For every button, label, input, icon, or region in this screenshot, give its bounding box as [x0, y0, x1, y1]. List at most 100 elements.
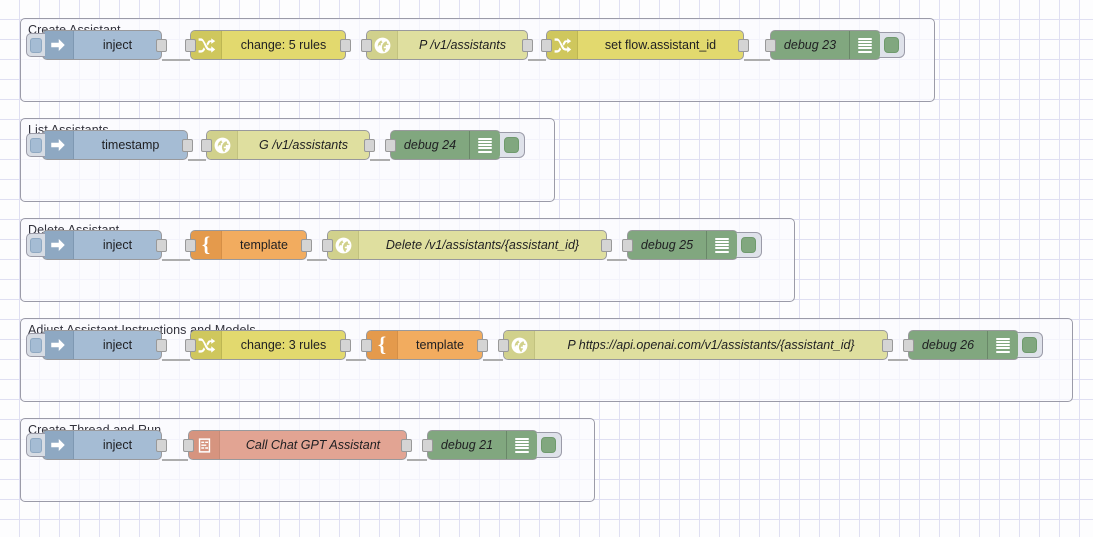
output-port[interactable] [477, 339, 488, 352]
node-http-2[interactable]: G /v1/assistants [201, 130, 375, 160]
node-chatgpt-1[interactable]: Call Chat GPT Assistant [183, 430, 412, 460]
node-label: debug 26 [921, 338, 975, 352]
input-port[interactable] [541, 39, 552, 52]
arrow-right-icon [51, 239, 65, 251]
output-port[interactable] [738, 39, 749, 52]
node-inject-3[interactable]: inject [26, 230, 167, 260]
output-port[interactable] [156, 39, 167, 52]
node-change-1[interactable]: change: 5 rules [185, 30, 351, 60]
debug-toggle-indicator [1021, 337, 1037, 353]
node-label: change: 3 rules [240, 338, 327, 352]
node-http-3[interactable]: Delete /v1/assistants/{assistant_id} [322, 230, 612, 260]
swap-icon [554, 37, 571, 53]
flow-wire[interactable] [528, 59, 546, 61]
input-port[interactable] [361, 39, 372, 52]
input-port[interactable] [185, 39, 196, 52]
node-debug-21[interactable]: debug 21 [422, 430, 562, 460]
flow-wire[interactable] [888, 359, 908, 361]
globe-icon [335, 237, 351, 253]
output-port[interactable] [364, 139, 375, 152]
node-template-1[interactable]: { template [185, 230, 312, 260]
output-port[interactable] [340, 39, 351, 52]
node-icon-arrow-right-icon [43, 131, 74, 159]
node-inject-2[interactable]: timestamp [26, 130, 193, 160]
flow-wire[interactable] [307, 259, 327, 261]
node-debug-24[interactable]: debug 24 [385, 130, 525, 160]
flow-wire[interactable] [162, 459, 188, 461]
output-port[interactable] [340, 339, 351, 352]
node-debug-23[interactable]: debug 23 [765, 30, 905, 60]
node-label: Delete /v1/assistants/{assistant_id} [385, 238, 580, 252]
node-change-3[interactable]: change: 3 rules [185, 330, 351, 360]
node-http-1[interactable]: P /v1/assistants [361, 30, 533, 60]
debug-toggle-indicator [503, 137, 519, 153]
output-port[interactable] [182, 139, 193, 152]
input-port[interactable] [765, 39, 776, 52]
node-icon-arrow-right-icon [43, 431, 74, 459]
debug-toggle-button[interactable] [735, 232, 762, 258]
node-template-2[interactable]: {template [361, 330, 488, 360]
node-inject-5[interactable]: inject [26, 430, 167, 460]
output-port[interactable] [882, 339, 893, 352]
flow-wire[interactable] [346, 359, 366, 361]
flow-wire[interactable] [162, 59, 190, 61]
flow-wire[interactable] [162, 259, 190, 261]
output-port[interactable] [301, 239, 312, 252]
output-port[interactable] [156, 339, 167, 352]
node-label: debug 21 [440, 438, 494, 452]
flow-wire[interactable] [407, 459, 427, 461]
input-port[interactable] [498, 339, 509, 352]
debug-bars-icon [515, 437, 529, 453]
input-port[interactable] [201, 139, 212, 152]
inject-trigger-button[interactable] [26, 133, 45, 157]
debug-toggle-button[interactable] [498, 132, 525, 158]
node-icon-debug-bars-icon [506, 431, 537, 459]
node-icon-globe-icon [504, 331, 535, 359]
output-port[interactable] [156, 439, 167, 452]
node-label: set flow.assistant_id [604, 38, 717, 52]
node-icon-brace-icon: { [191, 231, 222, 259]
inject-trigger-button[interactable] [26, 333, 45, 357]
inject-trigger-button[interactable] [26, 33, 45, 57]
debug-toggle-button[interactable] [878, 32, 905, 58]
debug-toggle-button[interactable] [1016, 332, 1043, 358]
input-port[interactable] [385, 139, 396, 152]
input-port[interactable] [185, 339, 196, 352]
inject-trigger-button[interactable] [26, 233, 45, 257]
flow-wire[interactable] [188, 159, 206, 161]
node-inject-4[interactable]: inject [26, 330, 167, 360]
output-port[interactable] [401, 439, 412, 452]
globe-icon [214, 137, 230, 153]
input-port[interactable] [361, 339, 372, 352]
input-port[interactable] [622, 239, 633, 252]
flow-wire[interactable] [607, 259, 627, 261]
node-change-2[interactable]: set flow.assistant_id [541, 30, 749, 60]
output-port[interactable] [601, 239, 612, 252]
arrow-right-icon [51, 439, 65, 451]
node-label: inject [102, 38, 133, 52]
node-icon-arrow-right-icon [43, 231, 74, 259]
node-label: inject [102, 438, 133, 452]
output-port[interactable] [156, 239, 167, 252]
input-port[interactable] [322, 239, 333, 252]
inject-trigger-button[interactable] [26, 433, 45, 457]
node-debug-26[interactable]: debug 26 [903, 330, 1043, 360]
input-port[interactable] [183, 439, 194, 452]
flow-wire[interactable] [483, 359, 503, 361]
input-port[interactable] [185, 239, 196, 252]
brace-icon: { [201, 231, 211, 256]
node-label: template [240, 238, 288, 252]
node-http-4[interactable]: P https://api.openai.com/v1/assistants/{… [498, 330, 893, 360]
flow-wire[interactable] [744, 59, 770, 61]
input-port[interactable] [422, 439, 433, 452]
node-inject-1[interactable]: inject [26, 30, 167, 60]
input-port[interactable] [903, 339, 914, 352]
debug-toggle-button[interactable] [535, 432, 562, 458]
node-label: debug 23 [783, 38, 837, 52]
debug-bars-icon [715, 237, 729, 253]
output-port[interactable] [522, 39, 533, 52]
flow-wire[interactable] [370, 159, 390, 161]
flow-wire[interactable] [162, 359, 190, 361]
node-debug-25[interactable]: debug 25 [622, 230, 762, 260]
